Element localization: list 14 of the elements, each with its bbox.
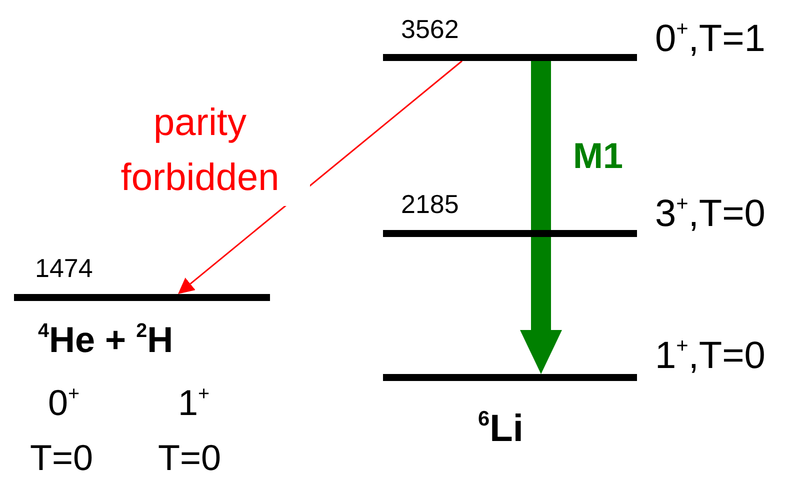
spin-parity-label: 3$^{+}$,T=0 xyxy=(655,195,766,233)
transition-arrow xyxy=(178,60,462,294)
spin-parity-label: 1$^{+}$,T=0 xyxy=(655,337,766,375)
spin-parity-label: 1$^{+}$ xyxy=(178,385,210,421)
transition-arrow xyxy=(520,61,562,374)
isospin-label: T=0 xyxy=(158,440,222,476)
spin-parity-label: 0$^{+}$ xyxy=(48,385,80,421)
energy-value: 3562 xyxy=(401,16,459,42)
energy-value: 1474 xyxy=(35,255,93,281)
nucleus-label: $^{6}$Li xyxy=(478,410,524,448)
isospin-label: T=0 xyxy=(30,440,94,476)
spin-parity-label: 0$^{+}$,T=1 xyxy=(655,20,766,58)
nucleus-pair-label: $^{4}$He + $^{2}$H xyxy=(38,322,174,358)
energy-value: 2185 xyxy=(401,191,459,217)
